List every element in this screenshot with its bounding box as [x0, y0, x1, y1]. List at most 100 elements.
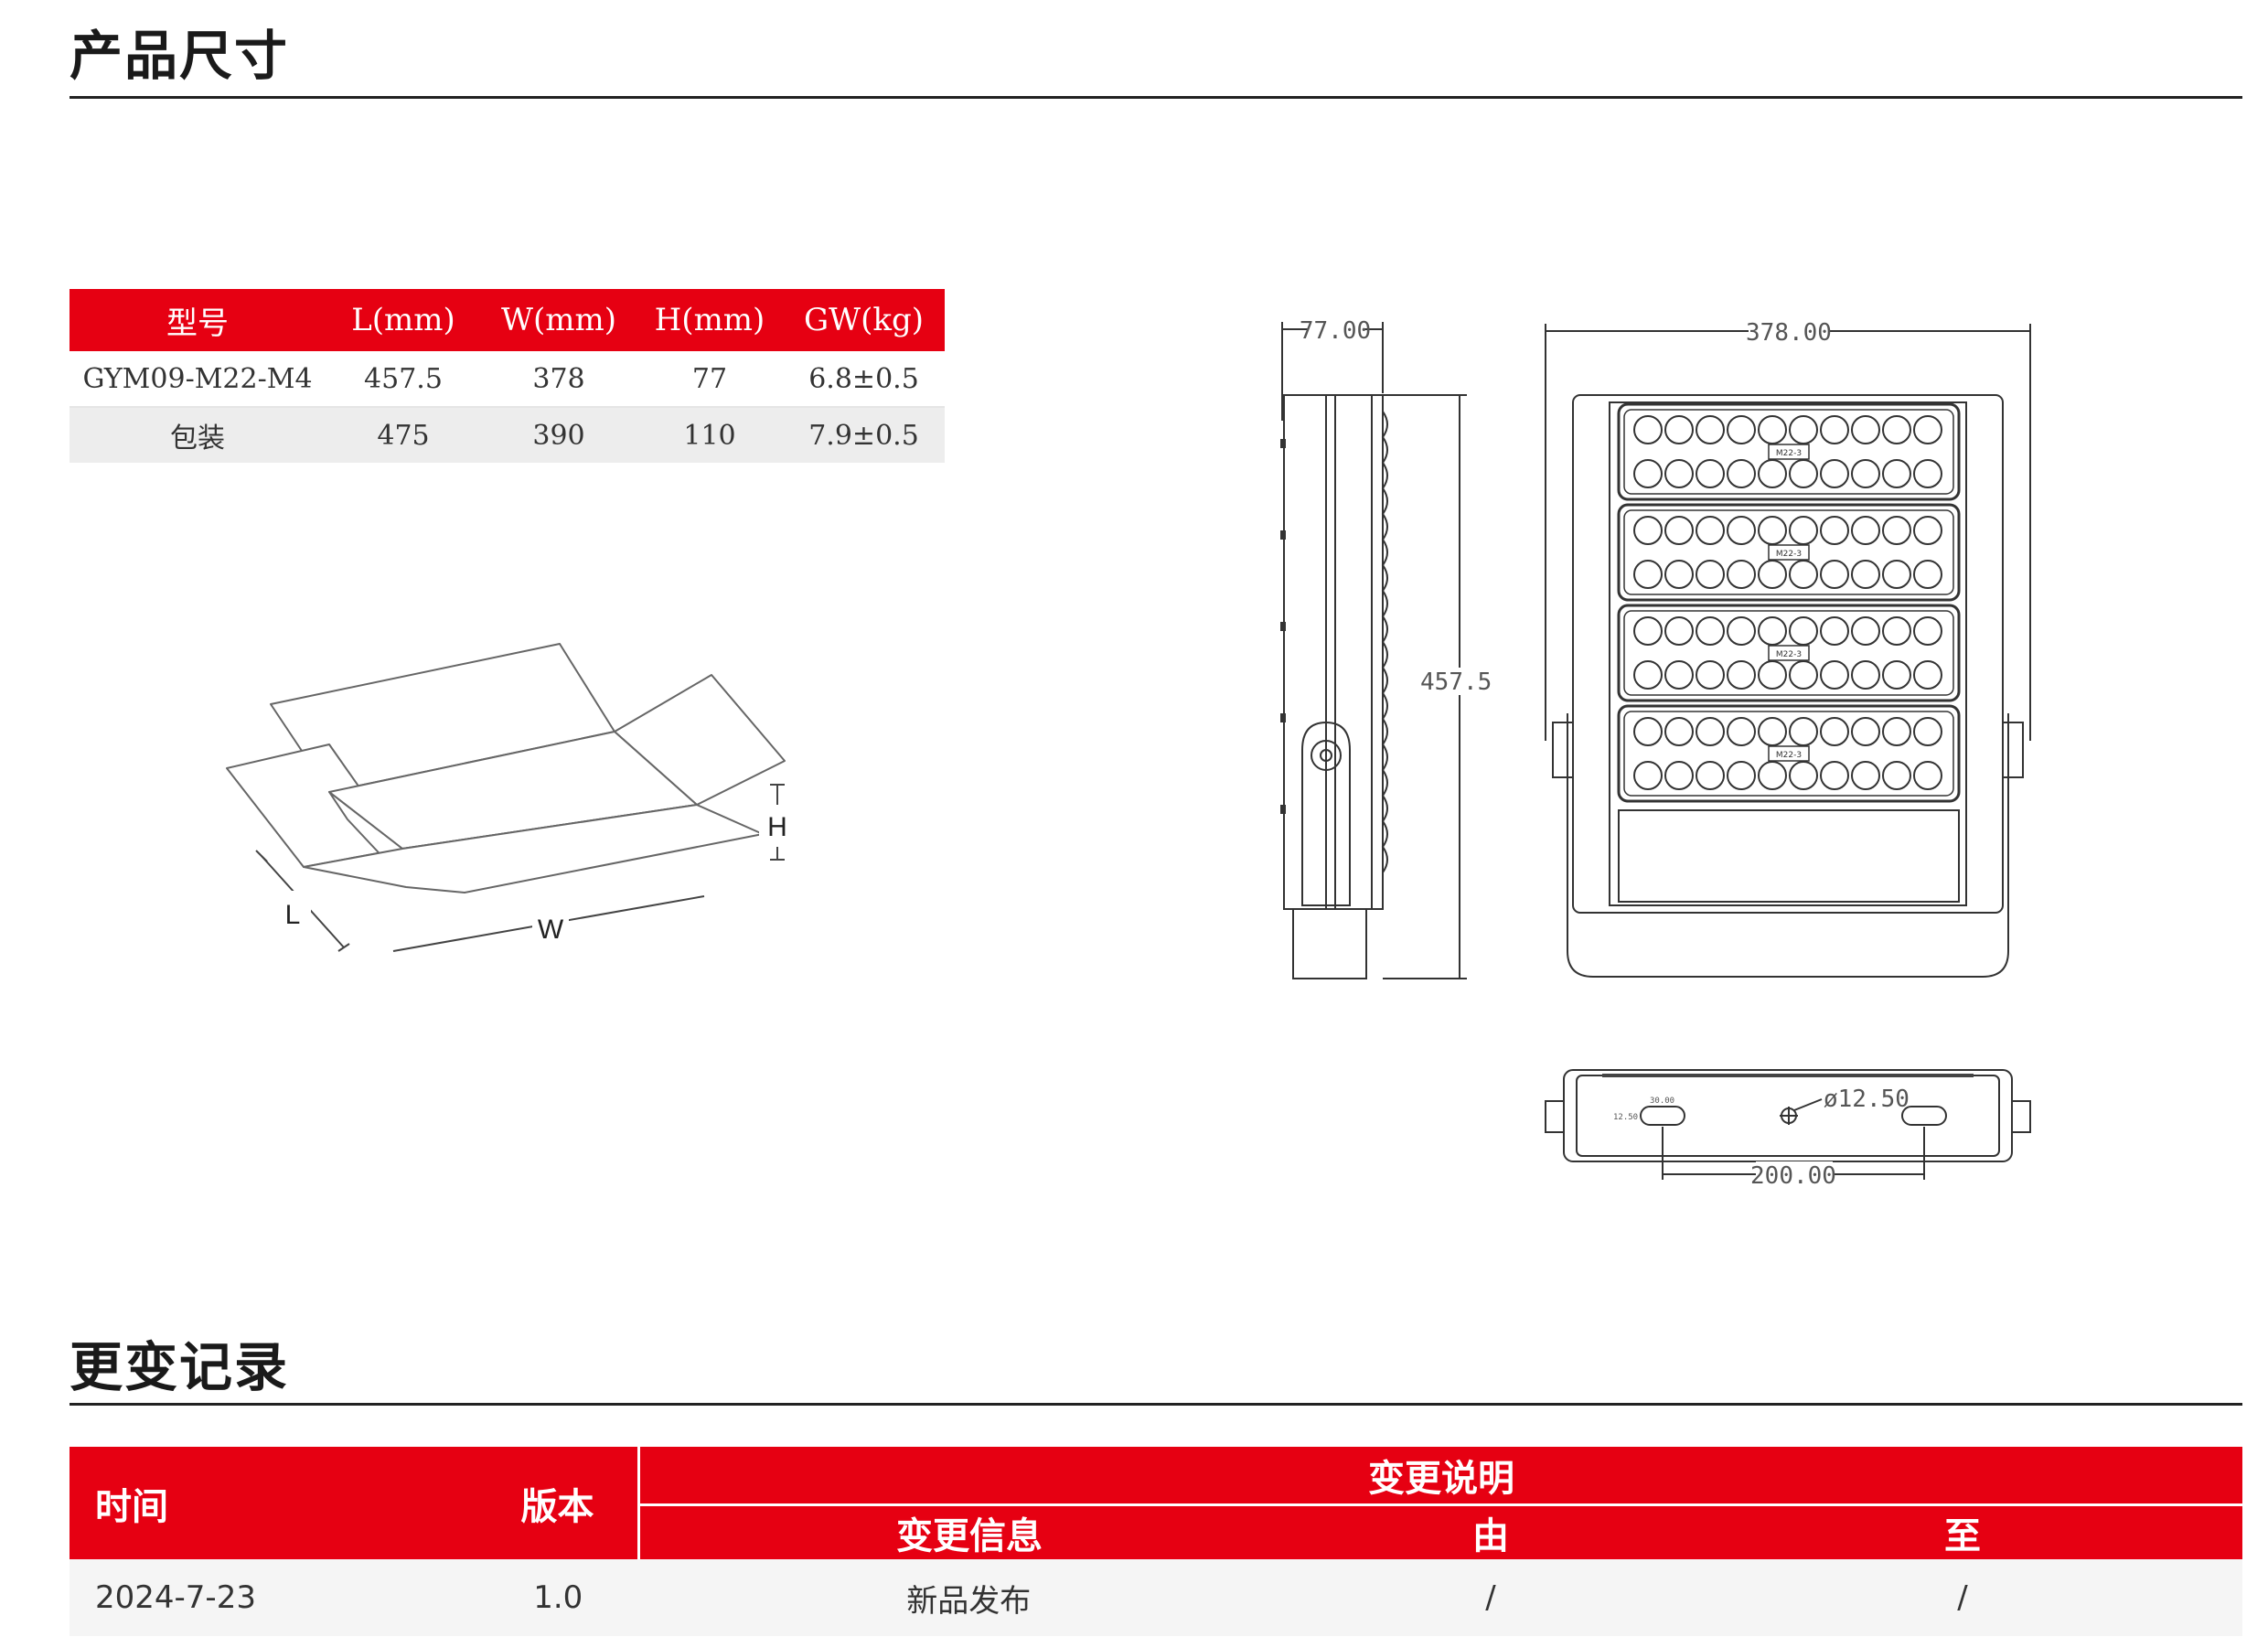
led-lens [1758, 761, 1787, 790]
led-lens [1664, 616, 1694, 646]
led-lens [1820, 761, 1849, 790]
led-lens [1696, 717, 1725, 746]
spec-cell-weight: 6.8±0.5 [783, 351, 945, 408]
module-badge-label: M22-3 [1776, 650, 1802, 659]
module-badge-label: M22-3 [1776, 449, 1802, 458]
spec-cell-height: 77 [637, 351, 783, 408]
bottom-slot-right [1901, 1106, 1947, 1126]
side-bracket [1292, 908, 1367, 979]
led-lens [1820, 717, 1849, 746]
log-cell-from: / [1299, 1559, 1683, 1636]
led-lens [1789, 616, 1818, 646]
dimension-label-slot-height: 12.50 [1613, 1113, 1638, 1122]
log-header-version: 版本 [477, 1447, 639, 1559]
log-header-to: 至 [1683, 1504, 2242, 1559]
led-lens [1696, 459, 1725, 488]
led-lens [1727, 459, 1756, 488]
led-lens [1851, 415, 1880, 444]
led-lens [1696, 516, 1725, 545]
spec-header-model: 型号 [70, 289, 326, 351]
led-lens [1820, 459, 1849, 488]
module-badge [1768, 544, 1810, 561]
log-header-description: 变更说明 [637, 1447, 2242, 1506]
bottom-knob-left [1545, 1100, 1565, 1133]
led-lens [1727, 415, 1756, 444]
led-lens [1758, 660, 1787, 690]
led-lens [1851, 717, 1880, 746]
box-label-width: W [538, 915, 564, 945]
led-lens [1789, 660, 1818, 690]
dimension-label-depth: 77.00 [1300, 317, 1371, 345]
label-bg [1756, 1161, 1833, 1187]
led-lens [1633, 717, 1663, 746]
module-badge-label: M22-3 [1776, 751, 1802, 760]
log-header-from: 由 [1299, 1504, 1683, 1559]
led-lens [1913, 717, 1942, 746]
led-lens [1882, 660, 1911, 690]
label-bg [1428, 668, 1491, 695]
led-lens [1882, 415, 1911, 444]
led-lens [1820, 415, 1849, 444]
bottom-knob-right [2011, 1100, 2031, 1133]
bottom-view-drawing: ø12.50 200.00 30.00 12.50 [1545, 1069, 2031, 1190]
spec-cell-height: 110 [637, 407, 783, 463]
side-body [1283, 394, 1384, 910]
spec-table: 型号 L(mm) W(mm) H(mm) GW(kg) GYM09-M22-M4… [70, 289, 945, 463]
led-lens [1758, 616, 1787, 646]
fin-mark [1280, 713, 1286, 722]
change-log-subheader-row: 变更信息 由 至 [70, 1504, 2242, 1559]
led-lens [1851, 459, 1880, 488]
led-lens [1851, 560, 1880, 589]
led-module-inner [1623, 610, 1954, 696]
led-lens [1789, 459, 1818, 488]
led-lens [1664, 761, 1694, 790]
led-lens [1664, 560, 1694, 589]
table-row: 包装 475 390 110 7.9±0.5 [70, 407, 945, 463]
led-lens [1851, 616, 1880, 646]
change-log-table: 时间 版本 变更说明 变更信息 由 至 2024-7-23 1.0 新品发布 /… [70, 1447, 2242, 1636]
led-lens [1851, 516, 1880, 545]
bottom-lens-edge [1602, 1074, 1974, 1077]
led-lens [1727, 616, 1756, 646]
carton-diagram: L W H [226, 643, 796, 952]
label-bg [1749, 318, 1829, 346]
led-lens [1913, 761, 1942, 790]
led-lens [1696, 660, 1725, 690]
led-lens [1789, 516, 1818, 545]
led-lens [1664, 660, 1694, 690]
section-divider [70, 96, 2242, 99]
led-lens [1882, 717, 1911, 746]
led-lens [1789, 415, 1818, 444]
spec-cell-length: 457.5 [326, 351, 481, 408]
spec-header-weight: GW(kg) [783, 289, 945, 351]
led-lens [1913, 560, 1942, 589]
led-lens [1633, 660, 1663, 690]
led-lens [1633, 761, 1663, 790]
section-divider [70, 1403, 2242, 1406]
led-module-inner [1623, 711, 1954, 797]
led-lens [1633, 415, 1663, 444]
led-lens [1758, 516, 1787, 545]
label-bg [274, 891, 311, 933]
dimension-label-spacing: 200.00 [1750, 1162, 1836, 1190]
led-lens [1696, 560, 1725, 589]
fin-mark [1280, 622, 1286, 631]
dimension-label-width: 378.00 [1746, 319, 1832, 347]
led-lens [1851, 761, 1880, 790]
led-lens [1882, 560, 1911, 589]
led-lens [1633, 616, 1663, 646]
side-lens-profile [1381, 411, 1388, 873]
connector-icon [1320, 749, 1332, 762]
led-lens [1820, 560, 1849, 589]
led-lens [1633, 560, 1663, 589]
front-frame [1609, 401, 1967, 906]
led-lens [1820, 516, 1849, 545]
bracket-knob-right [2002, 722, 2024, 778]
led-lens [1727, 560, 1756, 589]
led-lens [1913, 459, 1942, 488]
front-bracket [1567, 713, 2009, 978]
side-view-drawing: 77.00 457.50 [1280, 316, 1491, 979]
log-cell-time: 2024-7-23 [70, 1559, 477, 1636]
led-lens [1633, 459, 1663, 488]
module-badge [1768, 645, 1810, 661]
